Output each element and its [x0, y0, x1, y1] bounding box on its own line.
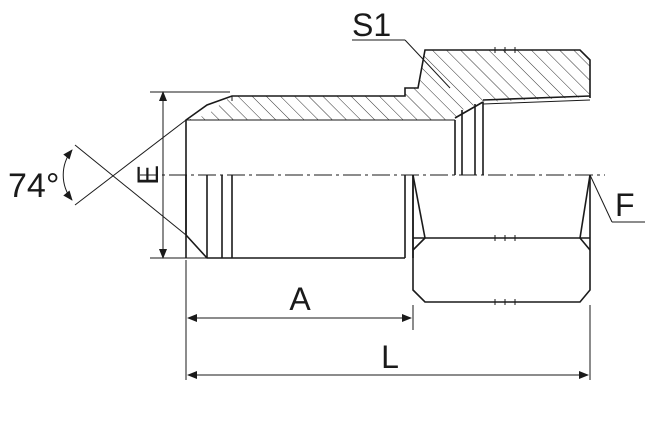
f-leader [589, 174, 645, 223]
angle-label: 74° [8, 167, 59, 205]
l-label: L [381, 339, 399, 375]
e-dimension [150, 91, 230, 259]
f-label: F [615, 187, 635, 223]
l-dimension [185, 305, 591, 380]
a-label: A [289, 281, 311, 317]
section-hatching [186, 50, 590, 120]
fitting-outline [185, 47, 591, 305]
s1-leader [352, 39, 451, 89]
e-label: E [132, 165, 165, 185]
s1-label: S1 [352, 7, 391, 43]
cone-angle-dimension [62, 119, 187, 236]
a-dimension [185, 260, 414, 330]
